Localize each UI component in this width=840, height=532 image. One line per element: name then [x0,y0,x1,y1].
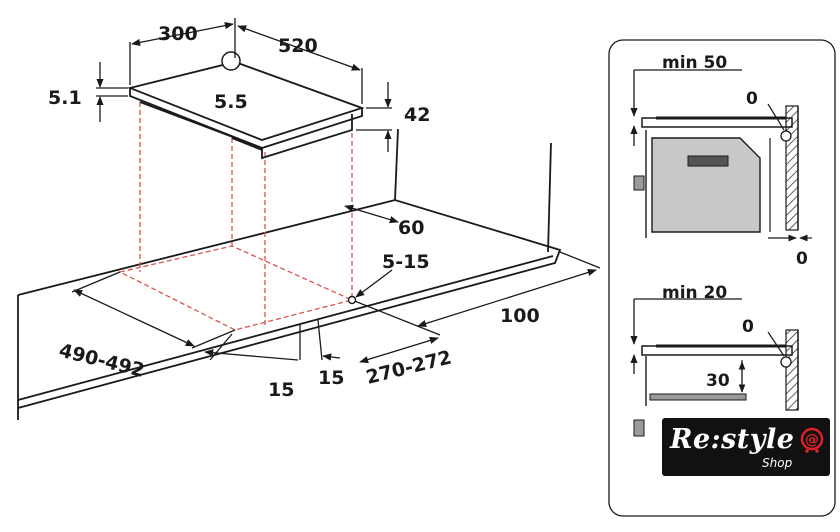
gap-30-label: 30 [706,371,730,391]
dim-15a-label: 15 [268,379,294,401]
min-50-label: min 50 [662,53,727,73]
dim-5-15-label: 5-15 [382,251,430,273]
restyle-shop-logo: Re:style Shop @ [662,418,830,476]
dim-520-label: 520 [278,35,318,57]
dim-100-label: 100 [500,305,540,327]
logo-sub-text: Shop [762,456,793,470]
logo-at-glyph: @ [805,432,819,448]
cutout-outline [118,245,354,331]
dimension-lines [71,18,601,364]
corner-radius-marker [347,295,357,305]
dim-42-label: 42 [404,104,430,126]
projection-guides [139,102,353,326]
logo-brand-text: Re:style [670,424,795,455]
worktop [17,128,562,420]
zero-side-label: 0 [796,249,808,269]
zero-top-label: 0 [746,89,758,109]
dim-270-272-label: 270-272 [364,346,454,388]
dim-300-label: 300 [158,23,198,45]
min-20-label: min 20 [662,283,727,303]
dim-490-492-label: 490-492 [57,340,147,382]
cart-at-icon: @ [800,427,824,453]
dim-15b-label: 15 [318,367,344,389]
install-detail-oven [630,69,812,242]
zero-top-bottom-label: 0 [742,317,754,337]
dim-60-label: 60 [398,217,424,239]
hob-unit [127,61,365,160]
dim-5-5-label: 5.5 [214,91,248,113]
install-detail-drawer [630,298,799,437]
reference-circle [221,51,241,71]
dim-5-1-label: 5.1 [48,87,82,109]
